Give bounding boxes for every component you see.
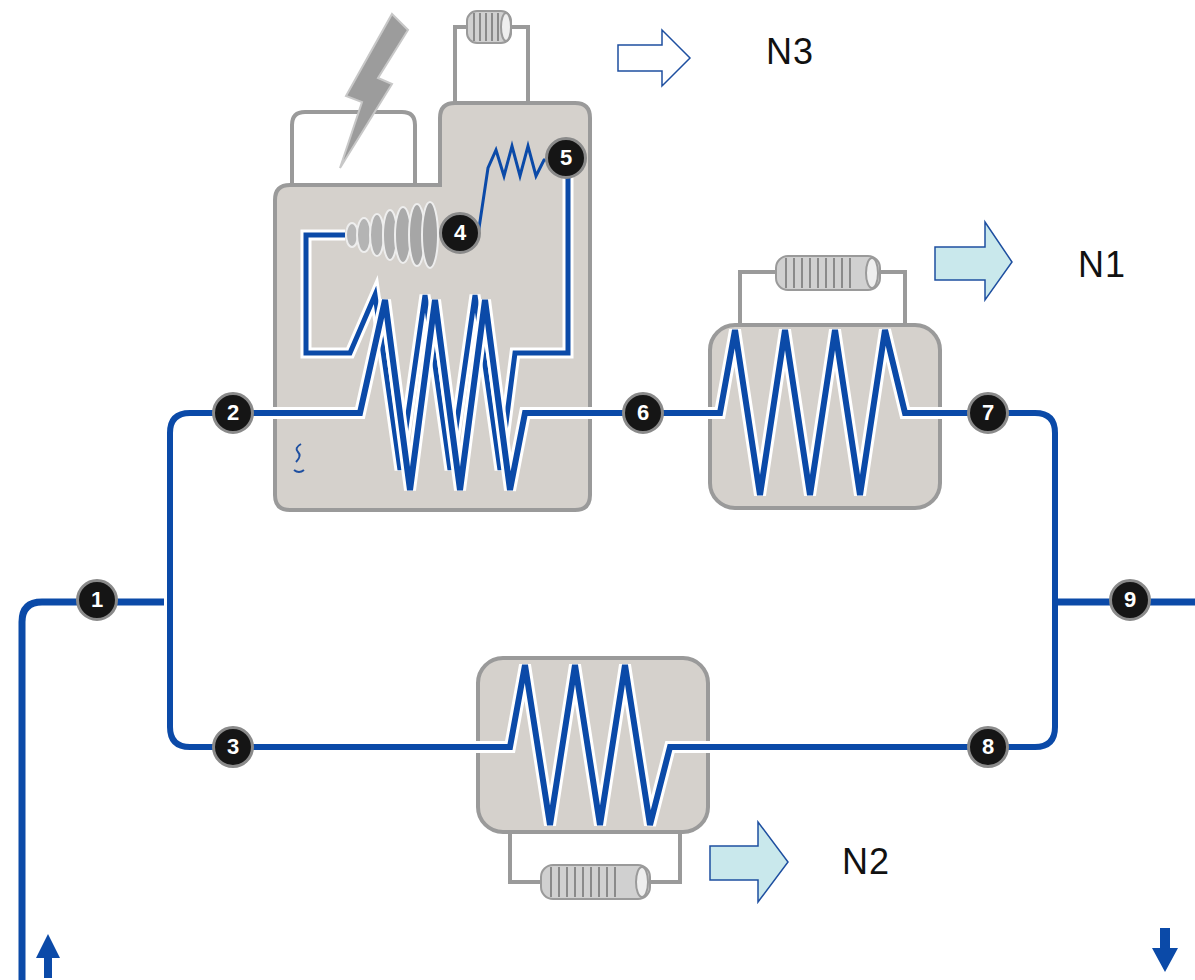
generator-loop (292, 112, 415, 185)
coil-body (541, 865, 650, 899)
cone-ring (357, 218, 371, 252)
callout-number: 5 (545, 137, 587, 179)
coil-symbol (776, 256, 880, 290)
callout-number: 7 (967, 392, 1009, 434)
callout-number: 6 (622, 392, 664, 434)
output-label: N2 (842, 841, 890, 883)
callout-number: 8 (967, 726, 1009, 768)
output-label: N1 (1078, 244, 1126, 286)
coil-windings (474, 13, 498, 41)
flow-arrow-up (36, 934, 60, 978)
callout-number: 9 (1109, 579, 1151, 621)
output-arrow (618, 30, 690, 86)
output-label: N3 (766, 31, 814, 73)
logo-mark (294, 444, 304, 472)
output-arrow (710, 822, 788, 902)
pipe-loop (170, 300, 1055, 825)
callout-number: 4 (439, 212, 481, 254)
cone-ring (370, 214, 384, 256)
engine-cone (346, 202, 438, 268)
callout-number: 2 (212, 392, 254, 434)
coil-end (866, 258, 878, 288)
cone-ring (422, 202, 438, 268)
flow-arrow-down (1152, 928, 1178, 972)
coil-end (501, 13, 511, 41)
coil-end (636, 867, 648, 897)
coil-body (467, 11, 511, 43)
pipe-halo (170, 300, 1055, 825)
coil-symbol (467, 11, 511, 43)
lightning-bolt (340, 14, 408, 168)
coil-windings (551, 867, 615, 897)
coil-windings (786, 258, 850, 288)
callout-number: 1 (76, 579, 118, 621)
supply-pipe (22, 602, 170, 980)
coil-body (776, 256, 880, 290)
output-arrow (935, 222, 1012, 300)
coil-symbol (541, 865, 650, 899)
callout-number: 3 (212, 726, 254, 768)
